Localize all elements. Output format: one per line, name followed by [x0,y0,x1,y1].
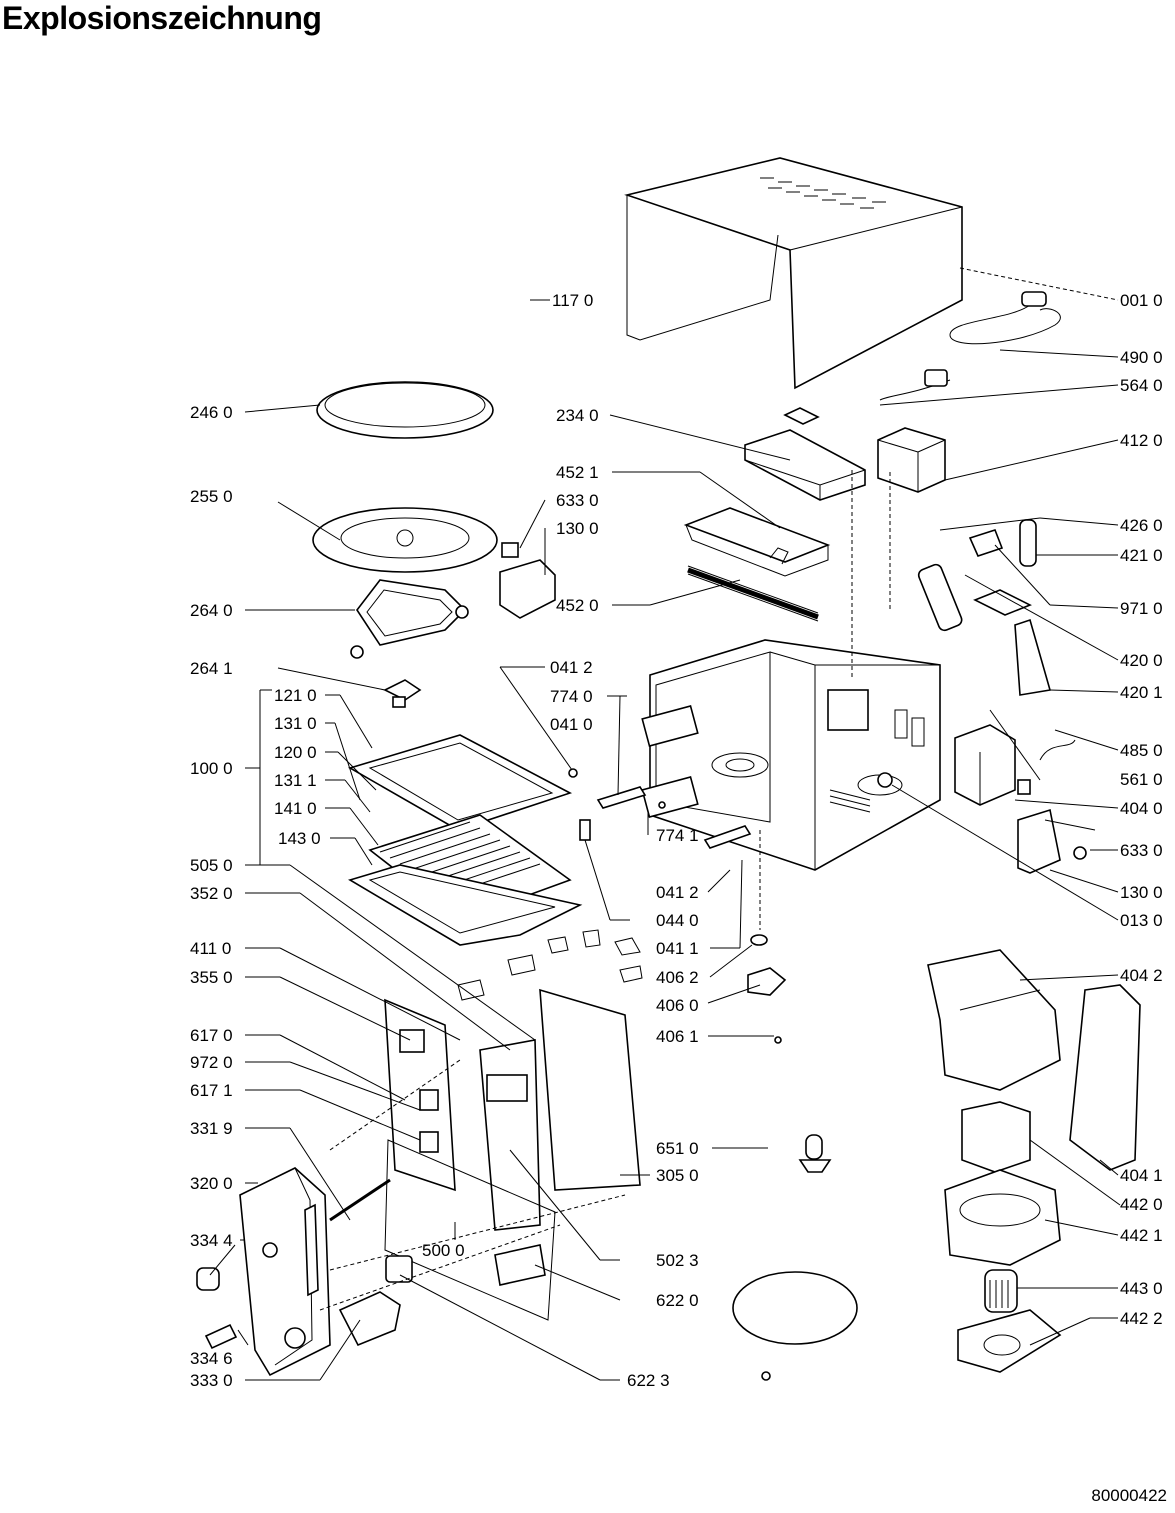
callout-264-1: 264 1 [190,659,233,678]
callout-442-0: 442 0 [1120,1195,1163,1214]
callout-001-0: 001 0 [1120,291,1163,310]
callout-971-0: 971 0 [1120,599,1163,618]
callout-420-1: 420 1 [1120,683,1163,702]
callout-617-1: 617 1 [190,1081,233,1100]
callout-505-0: 505 0 [190,856,233,875]
light-bulb [798,1134,832,1173]
callout-246-0: 246 0 [190,403,233,422]
callout-131-1: 131 1 [274,771,317,790]
stirrer-motor [747,934,787,1044]
callout-117-0: 117 0 [552,291,593,310]
callout-452-0: 452 0 [556,596,599,615]
heater-element [687,565,819,622]
callout-420-0: 420 0 [1120,651,1163,670]
callout-333-0: 333 0 [190,1371,233,1390]
callout-442-1: 442 1 [1120,1226,1163,1245]
callout-561-0: 561 0 [1120,770,1163,789]
transformer-top [877,427,946,493]
callout-651-0: 651 0 [656,1139,699,1158]
callout-041-0: 041 0 [550,715,593,734]
callout-120-0: 120 0 [274,743,317,762]
callout-412-0: 412 0 [1120,431,1163,450]
callout-404-1: 404 1 [1120,1166,1163,1185]
grill-rack-and-tray [347,734,583,946]
control-boards [384,988,641,1321]
callout-406-2: 406 2 [656,968,699,987]
callout-041-2: 041 2 [550,658,593,677]
fan-duct-and-motor [927,949,1141,1373]
leader-lines [209,267,1121,1381]
callout-255-0: 255 0 [190,487,233,506]
callout-633-0-right: 633 0 [1120,841,1163,860]
callout-305-0: 305 0 [656,1166,699,1185]
callout-130-0: 130 0 [556,519,599,538]
callout-406-1: 406 1 [656,1027,699,1046]
callout-130-0-right: 130 0 [1120,883,1163,902]
page-title: Explosionszeichnung [2,0,322,36]
callout-617-0: 617 0 [190,1026,233,1045]
callout-320-0: 320 0 [190,1174,233,1193]
callout-331-9: 331 9 [190,1119,233,1138]
callout-774-0: 774 0 [550,687,593,706]
callout-633-0: 633 0 [556,491,599,510]
callout-500-0: 500 0 [422,1241,465,1260]
callout-355-0: 355 0 [190,968,233,987]
callout-485-0: 485 0 [1120,741,1163,760]
callout-143-0: 143 0 [278,829,321,848]
door-hinges [568,705,752,849]
callout-234-0: 234 0 [556,406,599,425]
callout-411-0: 411 0 [190,939,231,958]
callout-044-0: 044 0 [656,911,699,930]
callout-972-0: 972 0 [190,1053,233,1072]
bottom-cover [732,1271,858,1381]
callout-264-0: 264 0 [190,601,233,620]
right-components [877,519,1087,874]
callout-131-0: 131 0 [274,714,317,733]
callout-502-3: 502 3 [656,1251,699,1270]
document-number: 80000422 [1091,1486,1167,1505]
callout-490-0: 490 0 [1120,348,1163,367]
roller-ring [350,579,469,659]
control-panel [196,1167,413,1377]
coupler [383,679,422,708]
callout-404-2: 404 2 [1120,966,1163,985]
outer-casing [624,157,963,390]
callout-121-0: 121 0 [274,686,317,705]
callout-352-0: 352 0 [190,884,233,903]
callout-141-0: 141 0 [274,799,317,818]
callout-774-1: 774 1 [656,826,699,845]
callout-013-0: 013 0 [1120,911,1163,930]
callout-452-1: 452 1 [556,463,599,482]
waveguide-cover [744,407,866,501]
small-bracket-left [499,542,556,619]
callout-622-0: 622 0 [656,1291,699,1310]
callout-100-0: 100 0 [190,759,233,778]
callout-041-2b: 041 2 [656,883,699,902]
callout-443-0: 443 0 [1120,1279,1163,1298]
callout-442-2: 442 2 [1120,1309,1163,1328]
callout-041-1: 041 1 [656,939,699,958]
callout-labels: 001 0 490 0 564 0 412 0 426 0 421 0 971 … [190,291,1163,1390]
callout-622-3: 622 3 [627,1371,670,1390]
power-cord-and-filter [879,291,1061,401]
turntable-glass-tray [316,381,494,439]
callout-564-0: 564 0 [1120,376,1163,395]
turntable-plate [312,507,498,573]
callout-426-0: 426 0 [1120,516,1163,535]
heater-reflector [683,507,831,577]
callout-334-4: 334 4 [190,1231,233,1250]
callout-421-0: 421 0 [1120,546,1163,565]
callout-406-0: 406 0 [656,996,699,1015]
mica-pieces [457,929,643,1001]
callout-404-0: 404 0 [1120,799,1163,818]
callout-334-6: 334 6 [190,1349,233,1368]
